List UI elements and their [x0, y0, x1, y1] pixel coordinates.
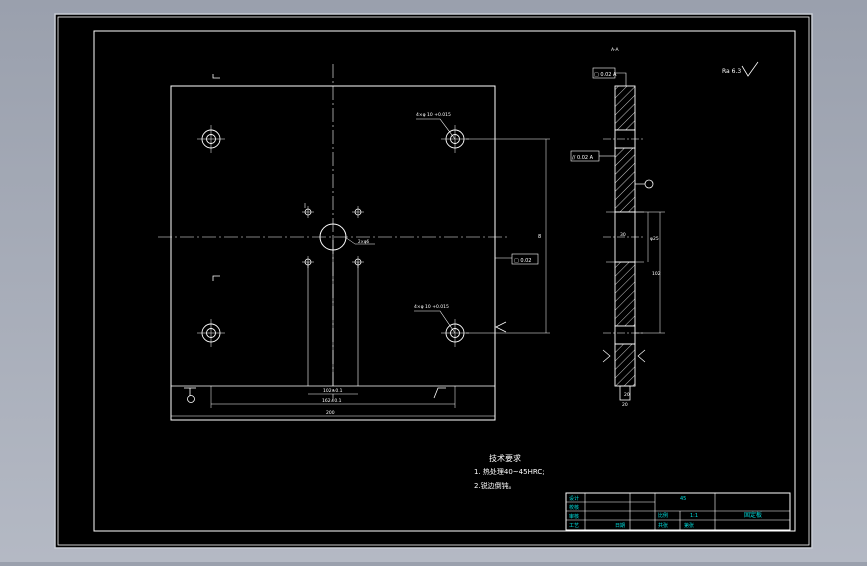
section-dim-a: 30	[620, 232, 626, 238]
tb-review-label: 审核	[569, 513, 579, 520]
dim-mid: 162±0.1	[322, 398, 342, 404]
tb-scale-label: 比例	[658, 512, 668, 519]
leader-bottom-right	[414, 310, 456, 334]
title-block-text: 设计 校核 审核 工艺 日期 45 比例 1:1 共张 第张 固定板	[569, 495, 762, 529]
tolerance-tag-top: □ 0.02 A	[594, 72, 617, 78]
section-mark-top	[212, 74, 220, 79]
hole-label-top: 4×φ 10 +0.015	[416, 112, 451, 118]
section-hatch-upper	[614, 85, 636, 131]
hole-label-bottom: 4×φ 10 +0.015	[414, 304, 449, 310]
plan-view	[158, 64, 550, 421]
dim-height: 8	[538, 234, 541, 240]
section-bottom-dim: 20	[622, 402, 628, 408]
plan-view-labels: 4×φ 10 +0.015 4×φ 10 +0.015 2×φ6 102±0.1…	[322, 112, 541, 416]
outer-border	[57, 16, 810, 546]
tb-date-label: 日期	[615, 523, 625, 529]
datum-circle-a	[644, 179, 654, 189]
tolerance-tag-plan: □ 0.02	[514, 258, 531, 264]
title-block	[565, 492, 791, 531]
tb-scale-value: 1:1	[690, 513, 698, 519]
inner-frame	[93, 30, 796, 532]
section-mark-mid	[212, 275, 220, 281]
section-view-labels: A-A □ 0.02 A // 0.02 A 30 φ25 102 20 20	[572, 47, 661, 408]
dim-inner: 102±0.1	[323, 388, 343, 394]
section-hatch-mid	[614, 147, 636, 213]
leader-top-right	[416, 118, 456, 140]
pin-hole-lower-right	[352, 256, 364, 268]
dim-width: 200	[326, 410, 335, 416]
corner-hole-bottom-left	[197, 319, 225, 347]
roughness-corner-text: Ra 6.3	[722, 68, 741, 75]
tolerance-frame-plan	[511, 253, 539, 265]
pin-hole-upper-right	[352, 206, 364, 218]
sheet-background	[54, 13, 813, 549]
tb-checker-label: 校核	[569, 504, 579, 511]
technical-notes: 技术要求 1. 热处理40~45HRC; 2.锐边倒钝。	[474, 453, 545, 490]
notes-title: 技术要求	[489, 453, 521, 463]
section-lower-block	[614, 343, 636, 387]
notes-line-2: 2.锐边倒钝。	[474, 481, 516, 490]
notes-line-1: 1. 热处理40~45HRC;	[474, 467, 545, 476]
tb-part-name: 固定板	[744, 511, 762, 519]
roughness-corner-note: Ra 6.3	[722, 61, 759, 77]
datum-marker-left	[184, 387, 196, 403]
section-title: A-A	[611, 47, 620, 53]
tolerance-tag-mid: // 0.02 A	[572, 155, 594, 161]
pin-hole-lower-left	[302, 256, 314, 268]
section-dim-d: 20	[624, 392, 630, 398]
section-dim-b: φ25	[650, 236, 659, 242]
section-hatch-lower	[614, 261, 636, 327]
section-view	[570, 67, 665, 401]
roughness-mark-bottom	[433, 387, 446, 399]
section-dim-c: 102	[652, 271, 661, 277]
roughness-mark-side	[495, 321, 507, 333]
corner-hole-top-left	[197, 125, 225, 153]
tb-designer-label: 设计	[569, 495, 579, 502]
small-hole-label: 2×φ6	[358, 239, 370, 244]
pin-hole-upper-left	[302, 206, 314, 218]
leader-center	[344, 236, 375, 245]
tb-sheet-label: 第张	[684, 522, 694, 529]
tb-material: 45	[680, 496, 686, 502]
tb-process-label: 工艺	[569, 523, 579, 529]
tb-qty-label: 共张	[658, 522, 668, 529]
